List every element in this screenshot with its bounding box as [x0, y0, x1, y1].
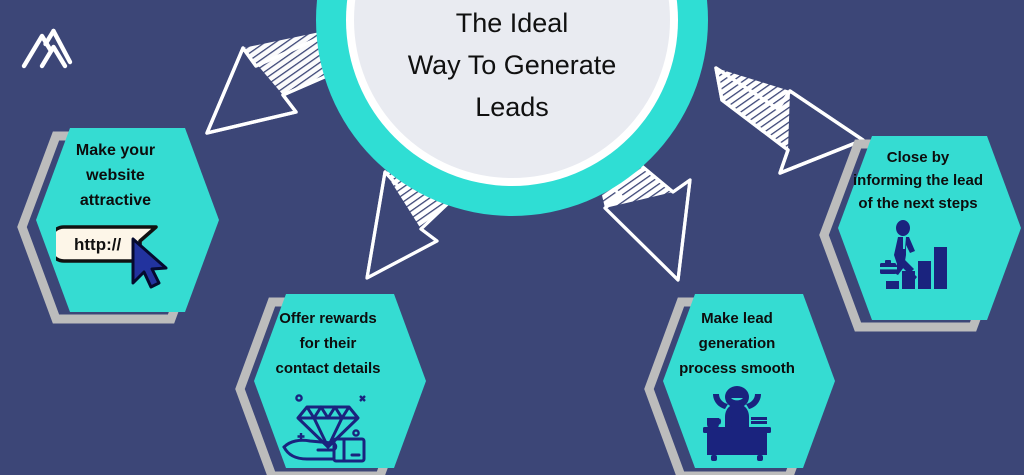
url-text: http://: [74, 235, 121, 254]
step-line-3: attractive: [79, 192, 152, 209]
step-label: Offer rewards for their contact details: [242, 306, 414, 381]
step-label: Close by informing the lead of the next …: [827, 146, 1009, 215]
step-label: Make your website attractive: [23, 138, 208, 213]
step-line-3: of the next steps: [858, 195, 978, 212]
step-line-2: website: [86, 167, 145, 184]
step-line-1: Close by: [886, 149, 950, 166]
step-line-1: Make your: [75, 142, 156, 159]
step-line-2: for their: [299, 335, 357, 352]
businessman-climbing-bar-chart-icon: [868, 219, 968, 296]
step-card-close[interactable]: Close by informing the lead of the next …: [812, 118, 1024, 353]
relaxed-person-at-desk-icon: [687, 385, 787, 468]
step-card-website[interactable]: Make your website attractive http://: [8, 110, 223, 345]
mountain-logo-icon: [20, 22, 76, 72]
step-line-1: Offer rewards: [279, 310, 377, 327]
hexagon-body: [36, 128, 219, 312]
step-line-3: process smooth: [679, 360, 795, 377]
hexagon-body: [663, 294, 835, 468]
step-card-content: Offer rewards for their contact details: [228, 278, 428, 475]
step-line-2: informing the lead: [852, 172, 983, 189]
step-line-2: generation: [698, 335, 776, 352]
diamond-in-hand-icon: [274, 385, 382, 470]
step-card-content: Make lead generation process smooth: [637, 278, 837, 475]
step-label: Make lead generation process smooth: [651, 306, 823, 381]
step-line-1: Make lead: [701, 310, 773, 327]
step-line-3: contact details: [275, 360, 381, 377]
center-circle: [312, 0, 712, 220]
step-card-process[interactable]: Make lead generation process smooth: [637, 278, 837, 475]
step-card-content: Close by informing the lead of the next …: [812, 118, 1024, 353]
hexagon-body: [254, 294, 426, 468]
step-card-rewards[interactable]: Offer rewards for their contact details: [228, 278, 428, 475]
step-card-content: Make your website attractive http://: [8, 110, 223, 345]
url-bar-cursor-icon: http://: [47, 217, 176, 294]
